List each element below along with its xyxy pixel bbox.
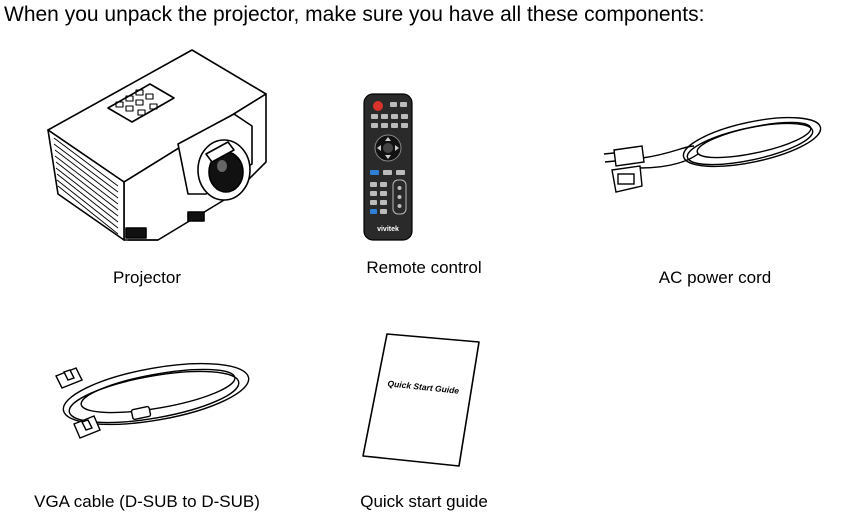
vga-cable-icon [55, 362, 250, 439]
booklet-caption: Quick start guide [360, 492, 488, 511]
power-cord-figure [602, 106, 828, 202]
remote-brand-logo: vivitek [377, 226, 399, 233]
booklet-icon: Quick Start Guide [362, 333, 480, 467]
power-cord-icon [603, 116, 822, 193]
vga-cable-caption: VGA cable (D-SUB to D-SUB) [34, 492, 260, 511]
intro-text: When you unpack the projector, make sure… [4, 3, 705, 26]
remote-figure: vivitek [362, 92, 414, 244]
remote-caption: Remote control [366, 258, 482, 277]
power-cord-caption: AC power cord [658, 268, 772, 287]
vga-cable-figure [36, 350, 254, 450]
projector-figure [38, 44, 274, 256]
remote-control-icon: vivitek [363, 93, 413, 241]
projector-icon [47, 49, 267, 241]
booklet-figure: Quick Start Guide [359, 332, 487, 470]
projector-caption: Projector [112, 268, 182, 287]
